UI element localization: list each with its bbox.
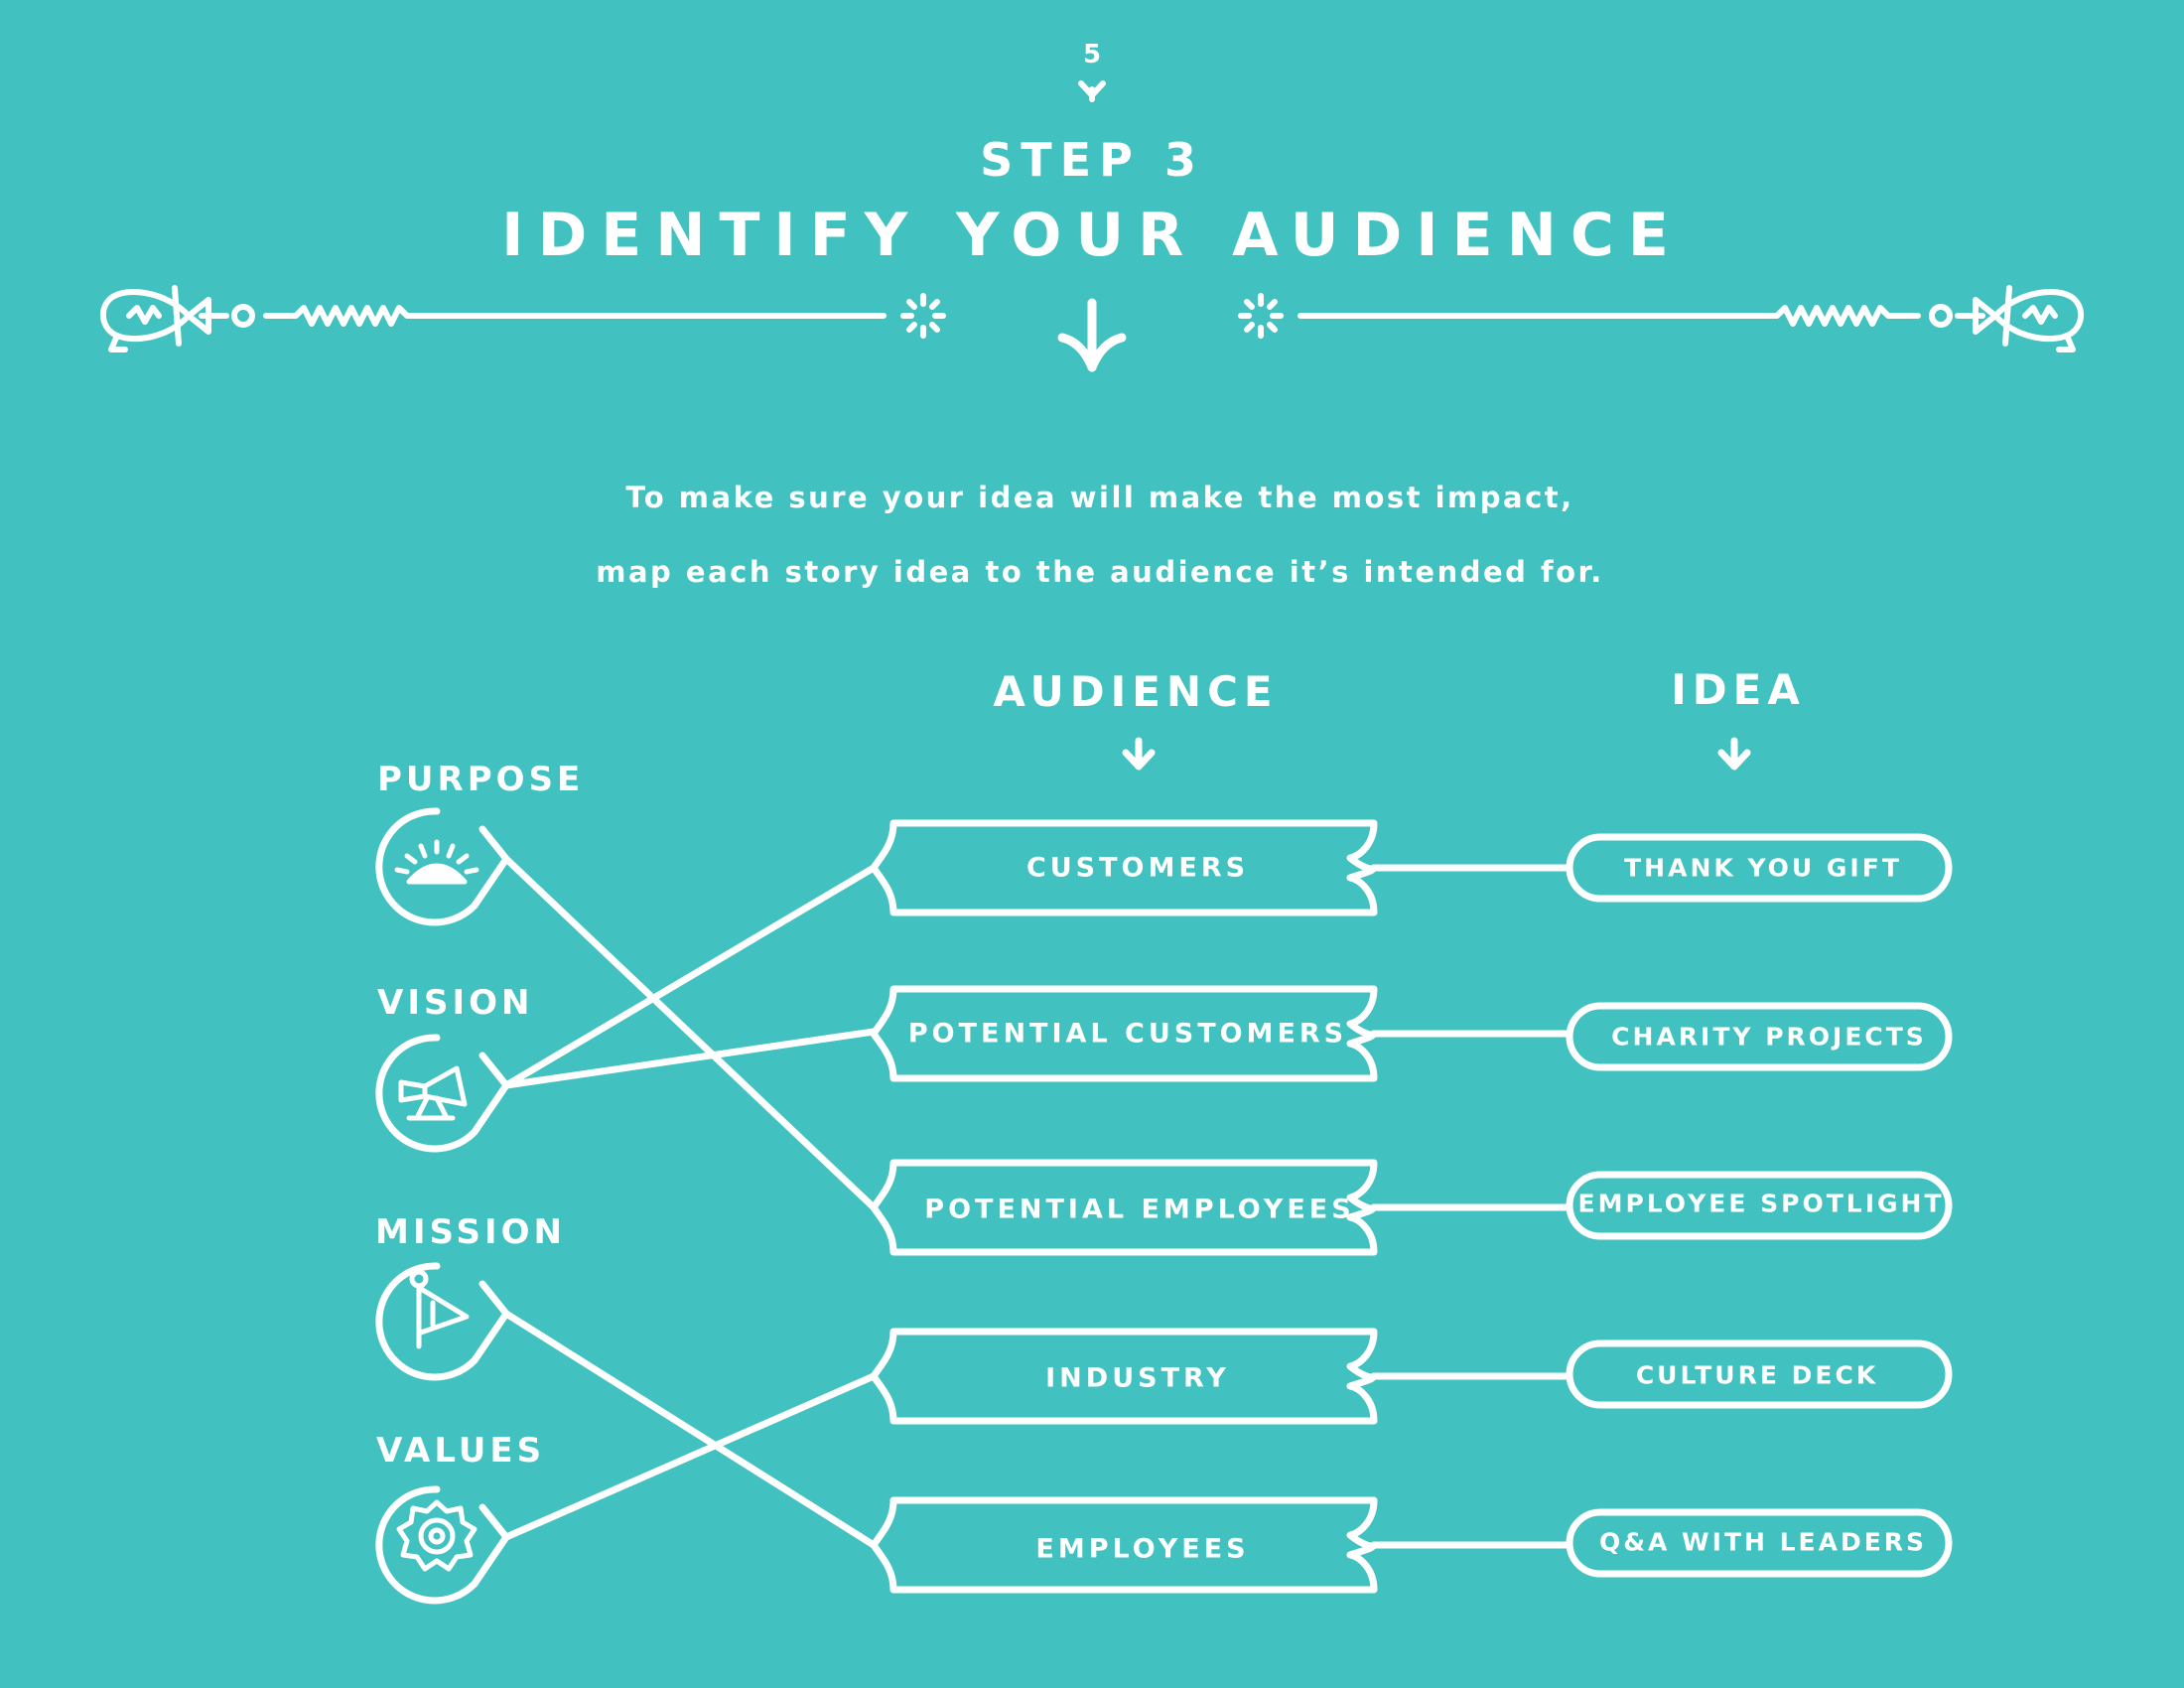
right-divider: [1297, 304, 1985, 328]
megaphone-icon: [398, 1065, 468, 1121]
idea-pill-charity-projects: [1566, 1002, 1953, 1071]
audience-label-potential-employees: POTENTIAL EMPLOYEES: [924, 1194, 1355, 1225]
connector-mission-employees: [502, 1310, 878, 1549]
connector-values-industry: [502, 1372, 878, 1541]
idea-pill-culture-deck: [1566, 1339, 1953, 1409]
page-title: IDENTIFY YOUR AUDIENCE: [501, 201, 1683, 270]
audience-label-potential-customers: POTENTIAL CUSTOMERS: [907, 1018, 1348, 1050]
left-divider: [199, 304, 887, 328]
right-fish-icon: [1973, 285, 2084, 352]
chevron-down-icon: [1078, 80, 1106, 102]
audience-box-potential-employees: [870, 1159, 1378, 1256]
idea-arrow-icon: [1717, 737, 1751, 771]
right-sparkle-icon: [1238, 293, 1284, 339]
idea-pill-employee-spotlight: [1566, 1171, 1953, 1240]
audience-box-industry: [870, 1328, 1378, 1425]
category-label-vision: VISION: [377, 983, 534, 1023]
idea-column-heading: IDEA: [1671, 665, 1806, 714]
audience-box-employees: [870, 1496, 1378, 1594]
category-label-purpose: PURPOSE: [377, 760, 585, 799]
flag-icon: [409, 1269, 470, 1349]
left-sparkle-icon: [900, 293, 946, 339]
audience-box-customers: [870, 819, 1378, 916]
intro-line-2: map each story idea to the audience it’s…: [596, 555, 1604, 589]
idea-pills: [1566, 833, 1953, 1578]
audience-boxes: [870, 819, 1378, 1594]
left-fish-icon: [100, 285, 211, 352]
idea-label-charity-projects: CHARITY PROJECTS: [1611, 1022, 1927, 1052]
idea-label-thank-you-gift: THANK YOU GIFT: [1624, 853, 1902, 883]
idea-label-employee-spotlight: EMPLOYEE SPOTLIGHT: [1577, 1189, 1945, 1218]
idea-label-culture-deck: CULTURE DECK: [1635, 1360, 1879, 1390]
category-label-mission: MISSION: [375, 1212, 566, 1252]
connector-lines: [502, 855, 878, 1549]
audience-label-industry: INDUSTRY: [1045, 1362, 1230, 1394]
audience-arrow-icon: [1122, 737, 1156, 771]
audience-box-potential-customers: [870, 985, 1378, 1082]
idea-pill-thank-you-gift: [1566, 833, 1953, 903]
step-label: STEP 3: [980, 133, 1204, 187]
connector-vision-customers: [502, 864, 878, 1089]
sunrise-icon: [394, 839, 479, 885]
flower-badge-icon: [396, 1499, 478, 1572]
connector-vision-potential-customers: [502, 1028, 878, 1089]
page-number: 5: [1082, 40, 1102, 70]
category-label-values: VALUES: [376, 1431, 546, 1471]
idea-label-qa-with-leaders: Q&A WITH LEADERS: [1598, 1527, 1928, 1557]
audience-column-heading: AUDIENCE: [993, 667, 1279, 716]
audience-label-customers: CUSTOMERS: [1025, 852, 1250, 884]
intro-line-1: To make sure your idea will make the mos…: [625, 481, 1574, 514]
idea-links: [1370, 864, 1570, 1549]
audience-label-employees: EMPLOYEES: [1035, 1533, 1250, 1565]
connector-purpose-potential-employees: [502, 855, 878, 1211]
category-pins: [375, 807, 510, 1605]
idea-pill-qa-with-leaders: [1566, 1508, 1953, 1578]
arrow-down-icon: [1057, 298, 1127, 372]
